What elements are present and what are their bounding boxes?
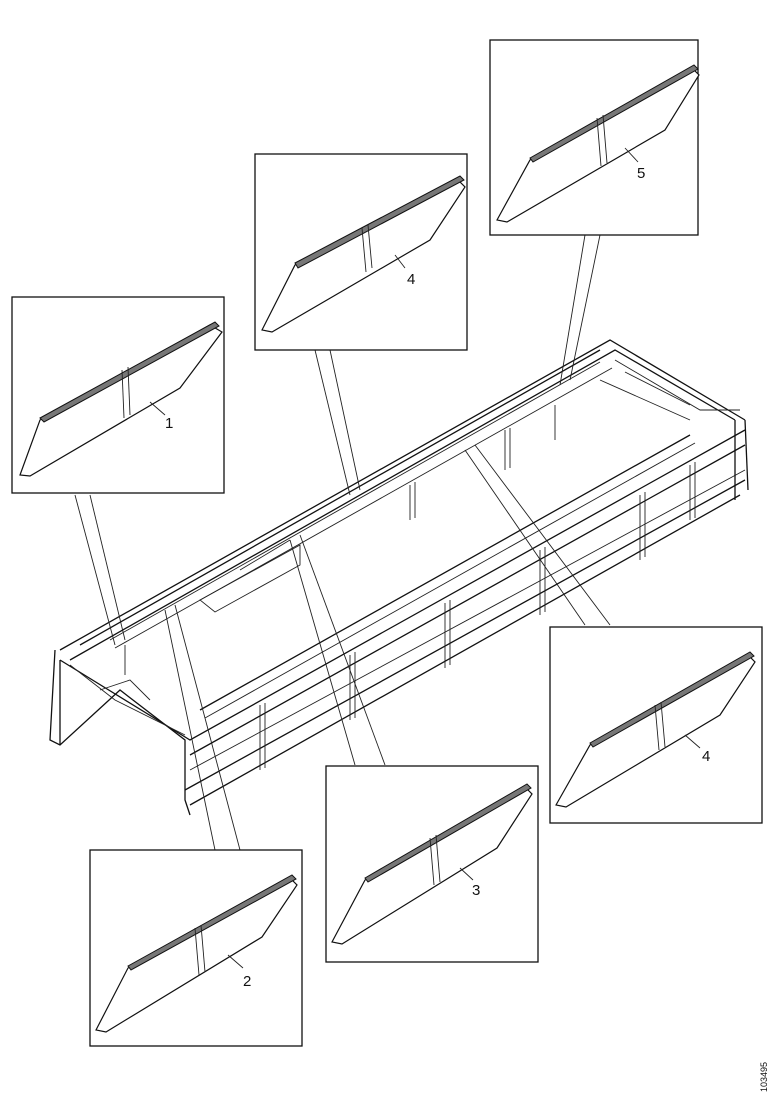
panel-drawing [496,67,700,223]
callout-label: 5 [637,165,645,182]
callout-label: 1 [165,415,173,432]
callout-label: 4 [702,748,710,765]
callout-box-2: 2 [89,849,303,1047]
panel-drawing [555,654,756,808]
header-frame [49,339,749,816]
callout-label: 3 [472,882,480,899]
callout-box-4-top: 4 [254,153,468,351]
callout-box-4-right: 4 [549,626,763,824]
callout-label: 4 [407,271,415,288]
drawing-reference: 103495 [759,1062,769,1092]
callout-label: 2 [243,973,251,990]
panel-drawing [19,324,223,477]
callout-box-3: 3 [325,765,539,963]
panel-drawing [95,877,298,1033]
panel-drawing [261,179,466,333]
leader-lines [74,234,611,851]
callout-box-1: 1 [11,296,225,494]
callout-box-5: 5 [489,39,700,236]
